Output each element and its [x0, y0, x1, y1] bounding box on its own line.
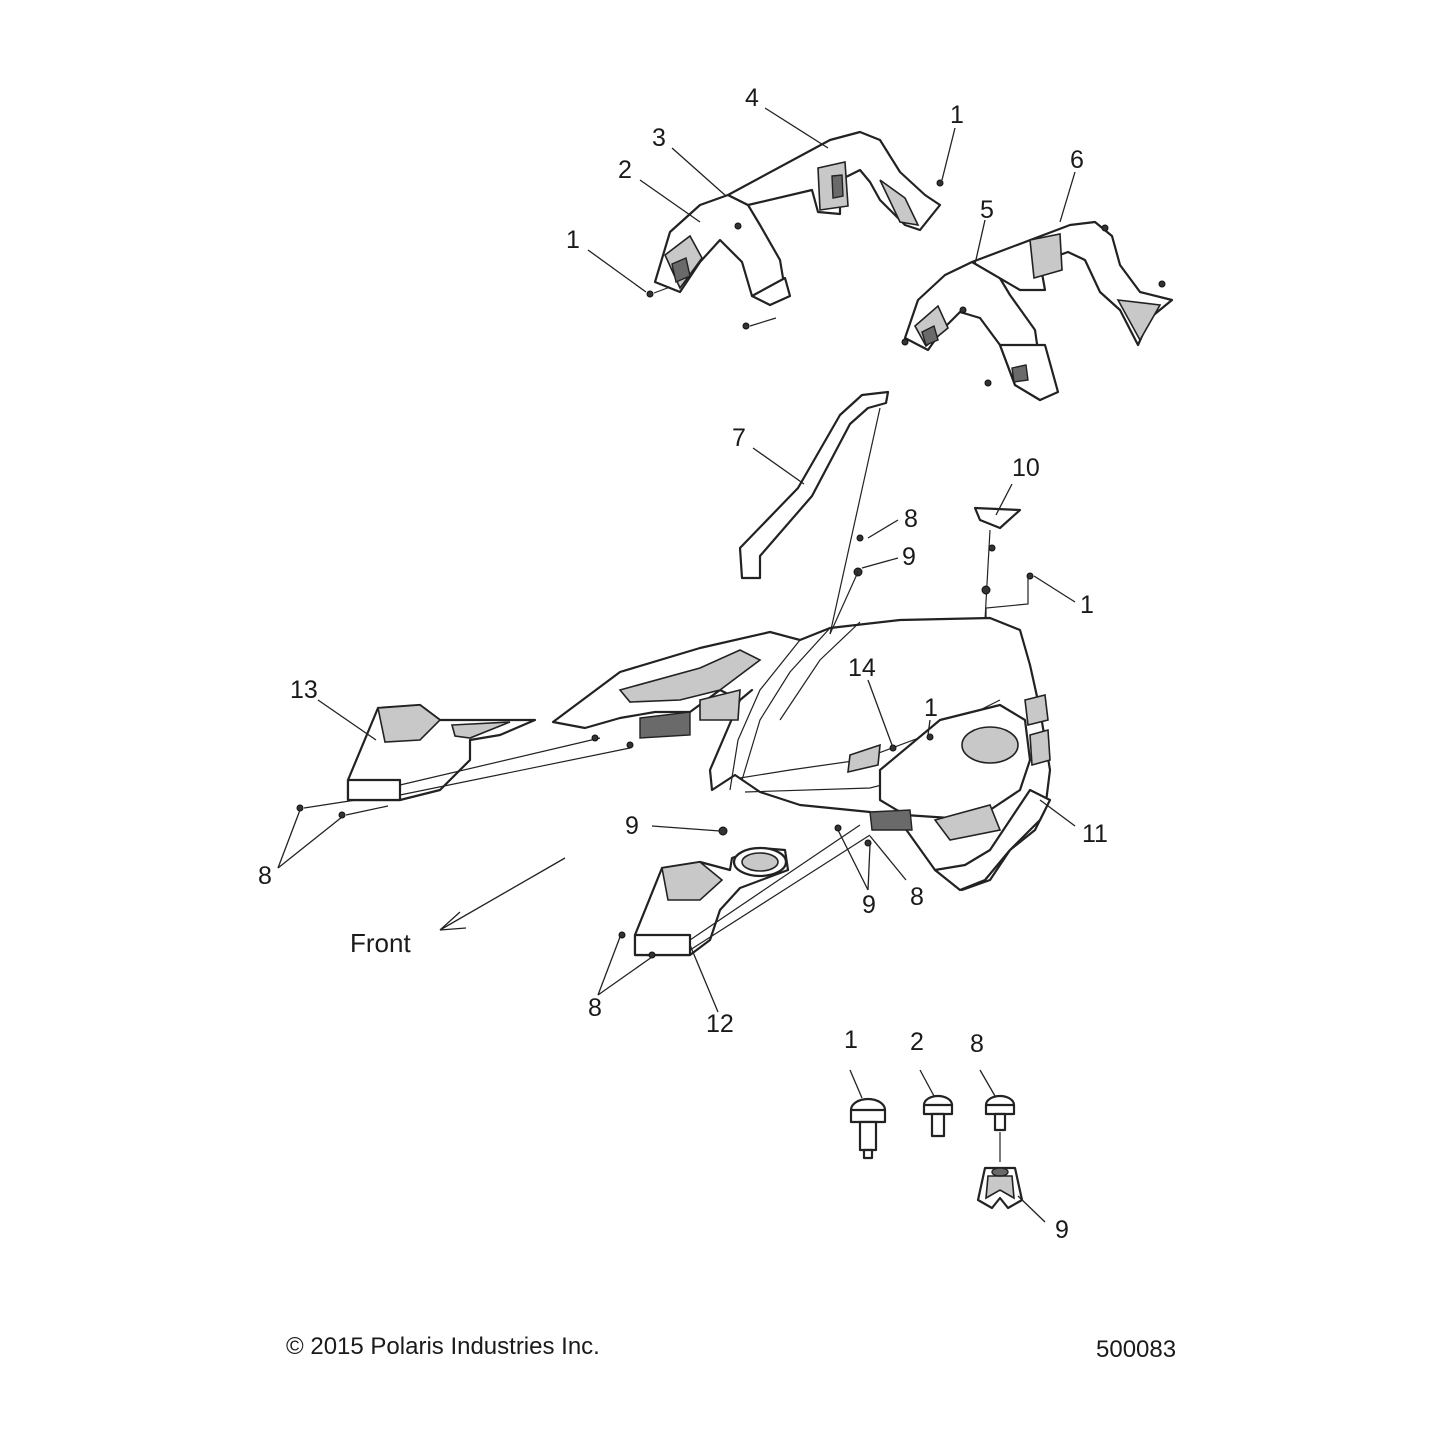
callout-12: 12 — [706, 1010, 734, 1038]
small-plate — [853, 506, 1034, 621]
diagram-id: 500083 — [1096, 1336, 1177, 1363]
callout-14: 14 — [848, 654, 876, 682]
callout-9: 9 — [862, 891, 876, 919]
callout-6: 6 — [1070, 146, 1084, 174]
copyright-notice: © 2015 Polaris Industries Inc. — [286, 1333, 600, 1360]
callout-2: 2 — [910, 1028, 924, 1056]
callout-7: 7 — [732, 424, 746, 452]
right-mount — [591, 734, 872, 959]
bracket-assembly-right — [901, 220, 1174, 402]
callout-8: 8 — [970, 1030, 984, 1058]
callout-11: 11 — [1082, 820, 1108, 848]
callout-8: 8 — [258, 862, 272, 890]
bracket-assembly-left — [646, 130, 944, 330]
leader-lines — [277, 107, 1076, 1223]
front-label: Front — [350, 928, 411, 958]
callout-9: 9 — [625, 812, 639, 840]
callout-1: 1 — [950, 101, 964, 129]
callout-3: 3 — [652, 124, 666, 152]
hardware-clip-9 — [976, 1166, 1024, 1210]
rear-body-panel — [551, 407, 1052, 892]
hardware-screw-2 — [922, 1094, 954, 1138]
left-mount — [296, 703, 631, 819]
callout-1: 1 — [844, 1026, 858, 1054]
callout-labels: 1 1 2 3 4 5 6 7 8 9 10 1 13 14 1 9 11 8 … — [258, 84, 1108, 1244]
callout-13: 13 — [290, 676, 318, 704]
callout-9: 9 — [1055, 1216, 1069, 1244]
callout-2: 2 — [618, 156, 632, 184]
callout-10: 10 — [1012, 454, 1040, 482]
callout-8: 8 — [904, 505, 918, 533]
callout-4: 4 — [745, 84, 759, 112]
callout-8: 8 — [588, 994, 602, 1022]
callout-1: 1 — [566, 226, 580, 254]
front-direction-arrow — [439, 857, 566, 931]
trim-strip — [738, 390, 890, 580]
hardware-screw-8 — [984, 1094, 1016, 1162]
callout-5: 5 — [980, 196, 994, 224]
callout-9: 9 — [902, 543, 916, 571]
callout-8: 8 — [910, 883, 924, 911]
callout-1: 1 — [1080, 591, 1094, 619]
hardware-screw-1 — [849, 1097, 887, 1160]
callout-1: 1 — [924, 694, 938, 722]
